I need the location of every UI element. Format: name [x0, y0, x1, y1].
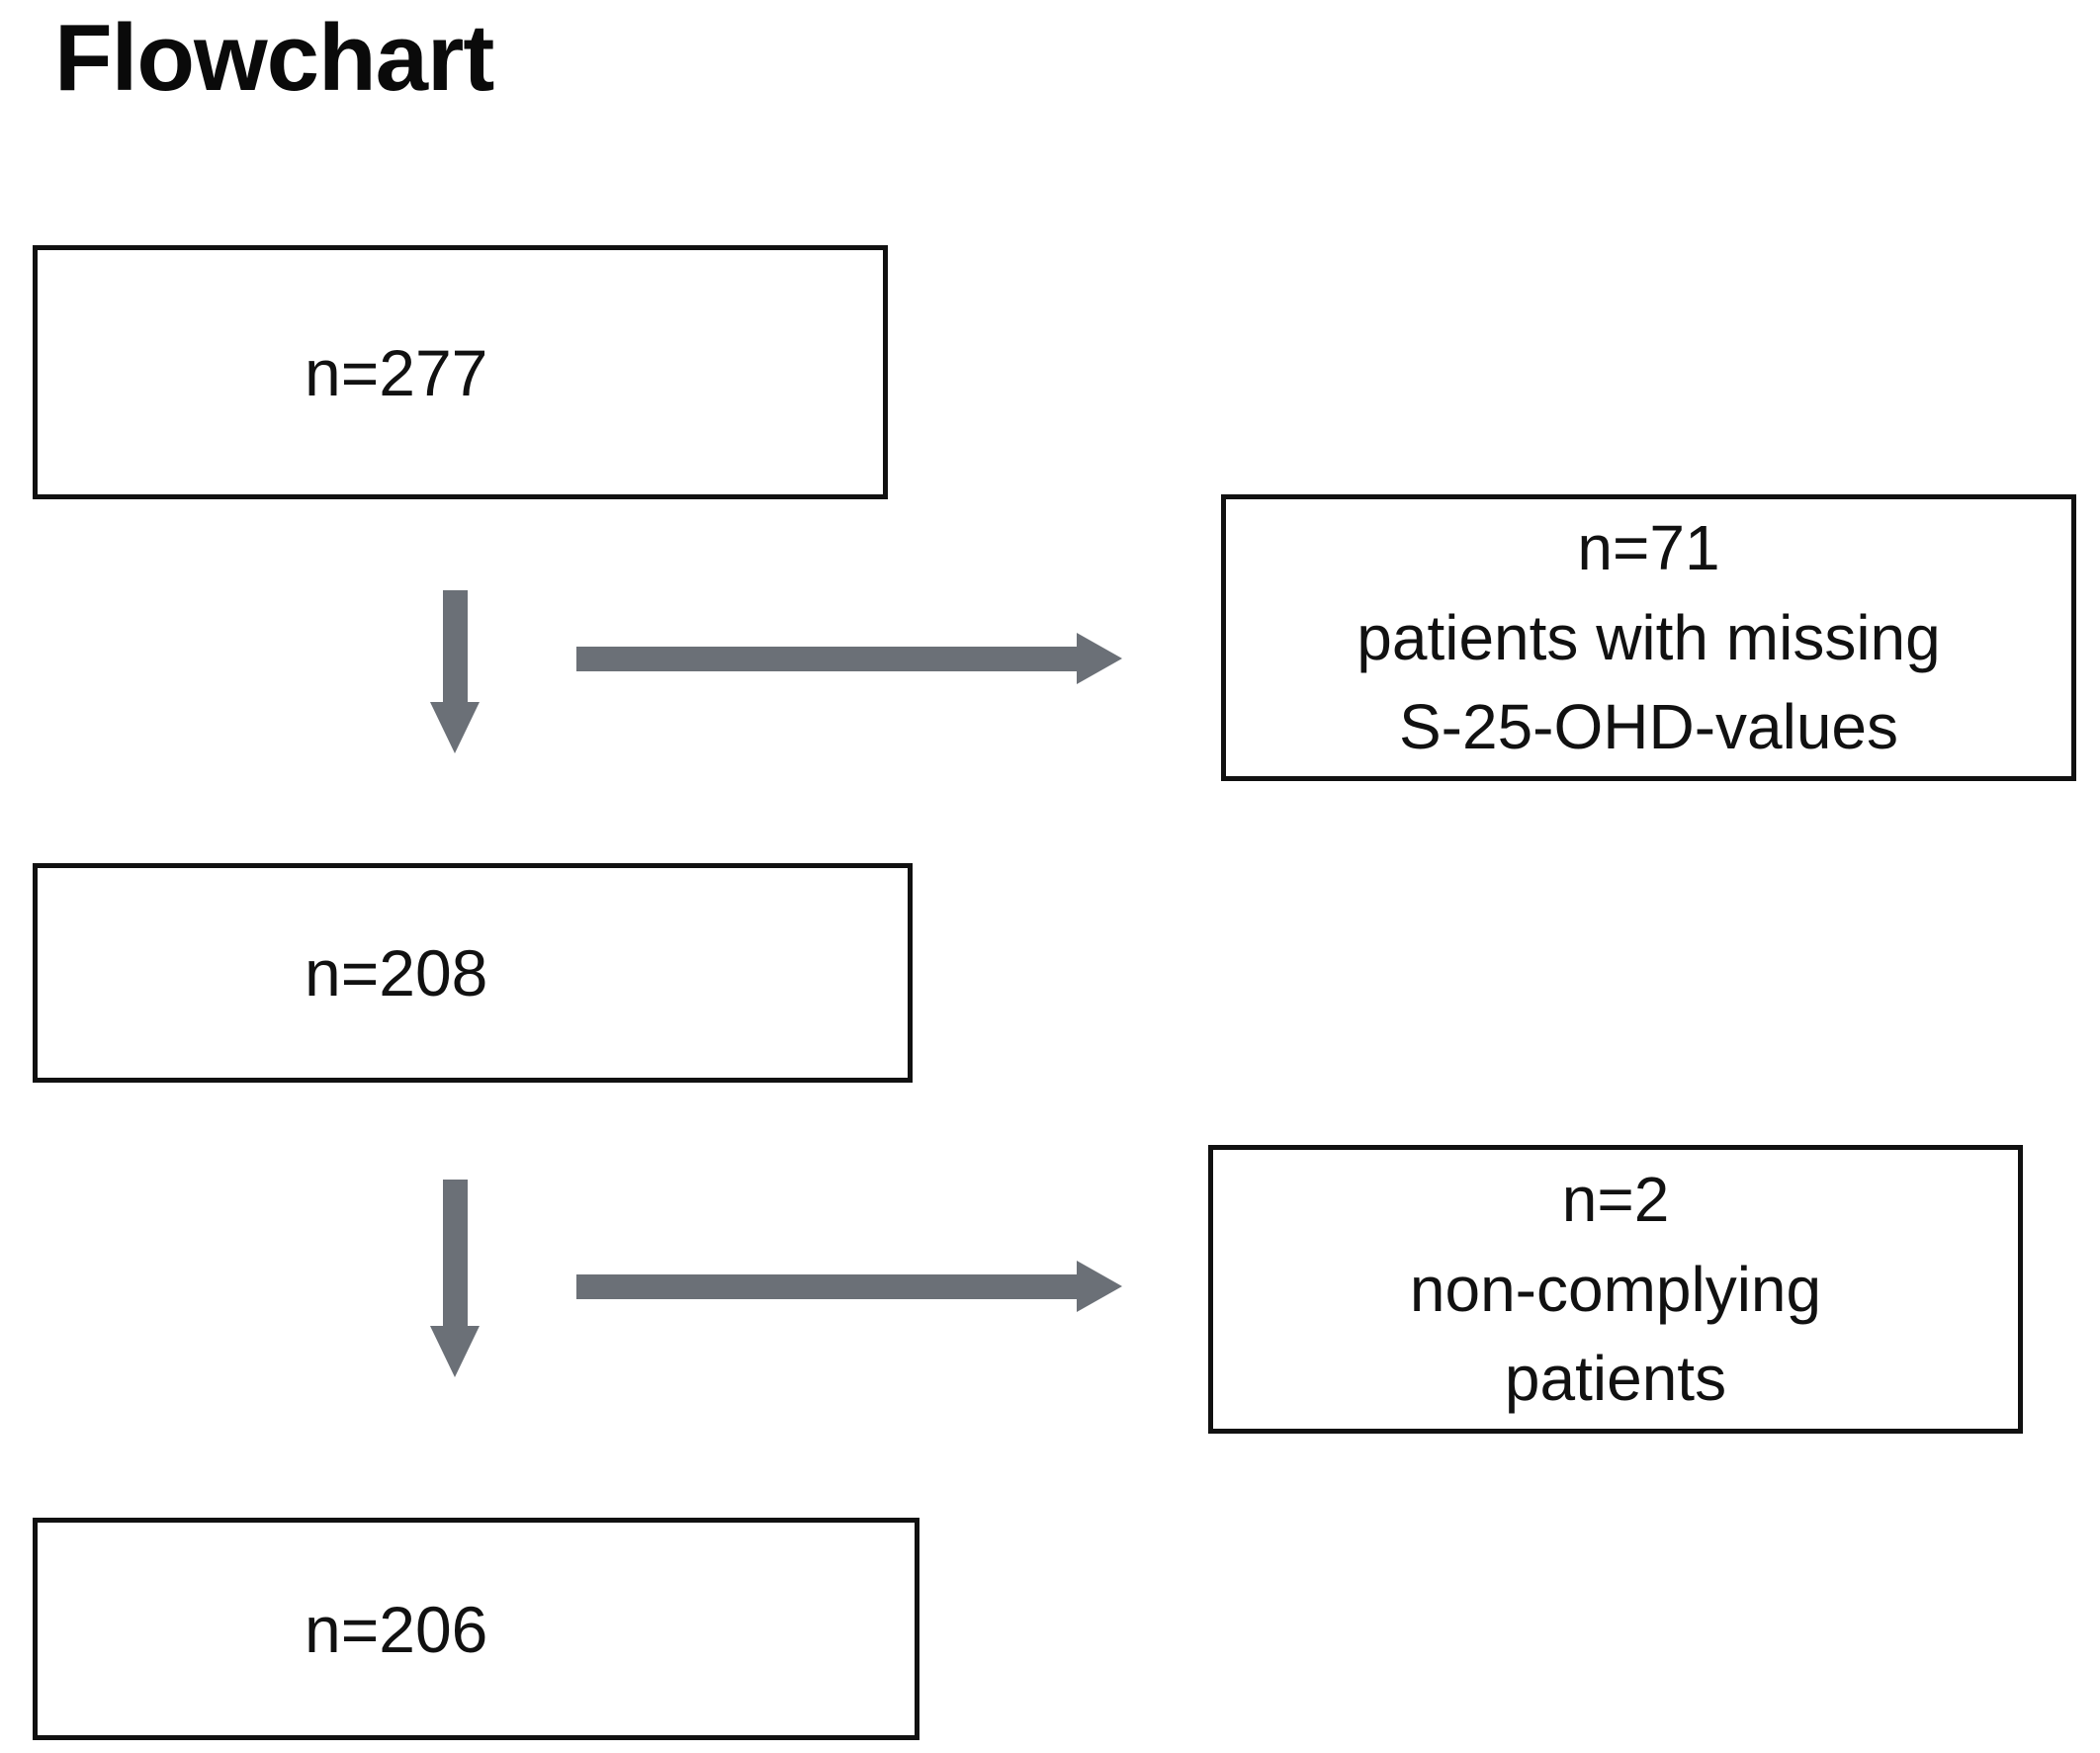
- node-label-n71-line1: n=71: [1577, 511, 1720, 583]
- arrow-down-277-to-208: [430, 590, 480, 753]
- arrow-head: [430, 702, 480, 753]
- arrow-shaft: [576, 647, 1077, 671]
- arrow-head: [1077, 1261, 1122, 1312]
- arrow-head: [430, 1326, 480, 1377]
- node-box-n277: n=277: [33, 245, 888, 499]
- node-box-n2: n=2 non-complying patients: [1208, 1145, 2023, 1434]
- node-label-n2-line3: patients: [1504, 1343, 1727, 1415]
- node-label-n277: n=277: [305, 335, 488, 409]
- arrow-right-277-to-71: [576, 633, 1122, 684]
- arrow-shaft: [443, 590, 468, 702]
- node-label-n71-line3: S-25-OHD-values: [1398, 691, 1899, 763]
- node-box-n208: n=208: [33, 863, 913, 1083]
- arrow-shaft: [576, 1274, 1077, 1299]
- arrow-shaft: [443, 1180, 468, 1326]
- node-label-n206: n=206: [305, 1592, 488, 1666]
- node-label-n2-line1: n=2: [1561, 1163, 1670, 1235]
- arrow-right-208-to-2: [576, 1261, 1122, 1312]
- arrow-down-208-to-206: [430, 1180, 480, 1377]
- node-box-n71: n=71 patients with missing S-25-OHD-valu…: [1221, 494, 2076, 781]
- arrow-head: [1077, 633, 1122, 684]
- node-label-n208: n=208: [305, 936, 488, 1009]
- node-label-n2-line2: non-complying: [1409, 1253, 1822, 1325]
- node-box-n206: n=206: [33, 1518, 919, 1740]
- page-title: Flowchart: [54, 5, 494, 111]
- node-label-n71-line2: patients with missing: [1356, 601, 1941, 673]
